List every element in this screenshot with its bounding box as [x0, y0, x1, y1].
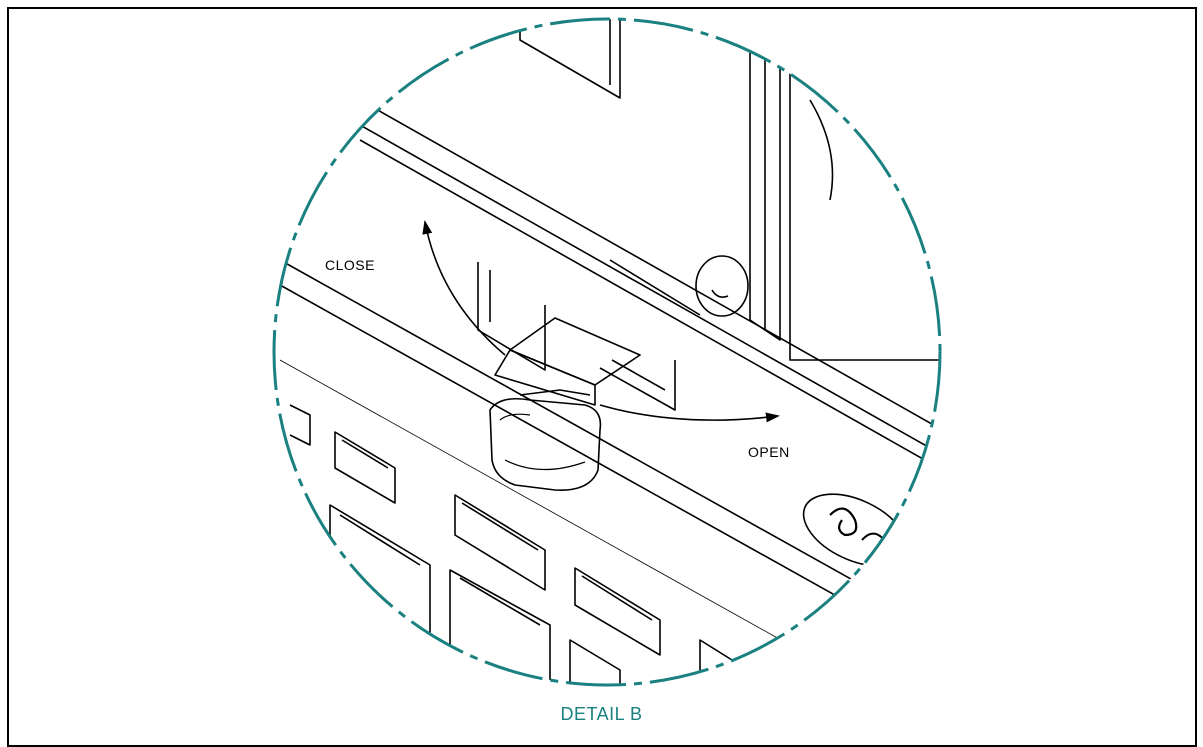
knob [695, 255, 749, 317]
lower-panel-1 [329, 504, 431, 685]
opening-2 [454, 494, 546, 591]
latch-handle [489, 397, 602, 491]
latch-top [509, 317, 641, 386]
detail-circle [272, 17, 942, 687]
rail-mid-1 [279, 259, 940, 641]
detail-caption: DETAIL B [560, 704, 643, 724]
opening-1 [334, 431, 396, 504]
rail-top-1 [359, 99, 940, 441]
open-label: OPEN [748, 444, 790, 460]
opening-3 [574, 567, 661, 656]
open-arrow [599, 404, 780, 423]
close-label: CLOSE [325, 257, 375, 273]
detail-linework [279, 19, 940, 685]
close-arrow [422, 220, 506, 356]
drawing-frame [7, 7, 1197, 747]
lower-panel-2 [449, 569, 551, 685]
